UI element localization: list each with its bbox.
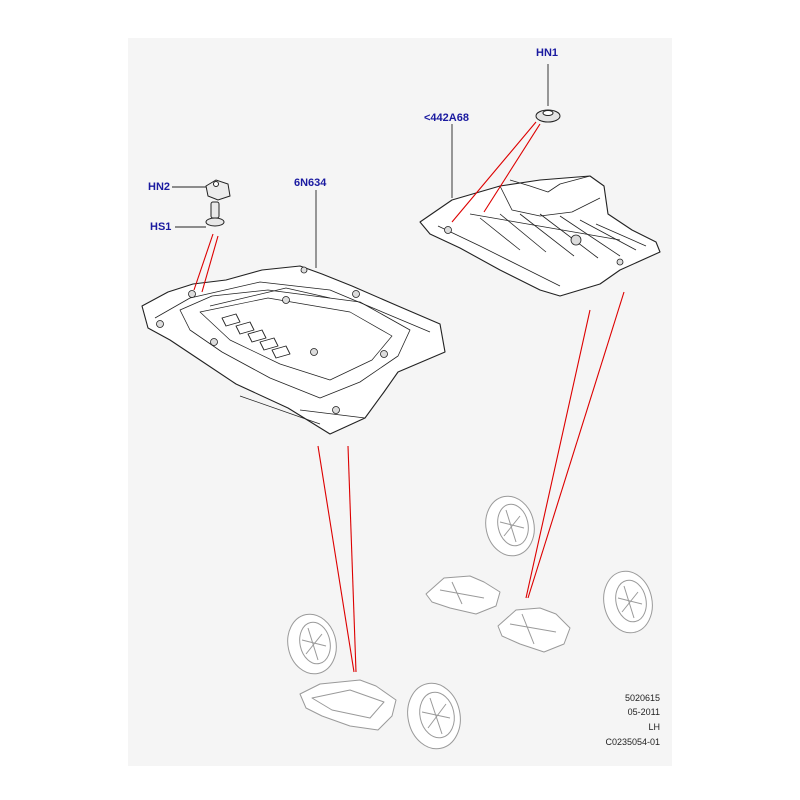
fastener-hn1 bbox=[535, 109, 561, 123]
illustration-date: 05-2011 bbox=[627, 707, 660, 717]
wheel-icon bbox=[407, 682, 461, 750]
leader-lines bbox=[172, 64, 549, 268]
location-leader-lines bbox=[193, 121, 625, 673]
clip-hn2 bbox=[205, 179, 231, 201]
callout-hn1: HN1 bbox=[536, 47, 559, 59]
wheel-icon bbox=[603, 570, 653, 634]
vehicle-location-view-front bbox=[287, 613, 461, 750]
wheel-icon bbox=[287, 613, 337, 675]
callout-442a68: <442A68 bbox=[424, 112, 469, 124]
wheel-icon bbox=[485, 495, 535, 557]
undertray-shield-6n634 bbox=[141, 265, 446, 435]
vehicle-location-view-rear bbox=[425, 495, 653, 653]
screw-hs1 bbox=[205, 201, 225, 227]
illustration-side: LH bbox=[648, 722, 660, 732]
rear-undertray-442a68 bbox=[419, 175, 661, 297]
illustration-id: C0235054-01 bbox=[605, 737, 660, 747]
callout-6n634: 6N634 bbox=[294, 177, 327, 189]
illustration-code: 5020615 bbox=[624, 693, 660, 703]
diagram-panel bbox=[128, 38, 672, 766]
callout-hn2: HN2 bbox=[148, 181, 171, 193]
callout-hs1: HS1 bbox=[150, 221, 172, 233]
